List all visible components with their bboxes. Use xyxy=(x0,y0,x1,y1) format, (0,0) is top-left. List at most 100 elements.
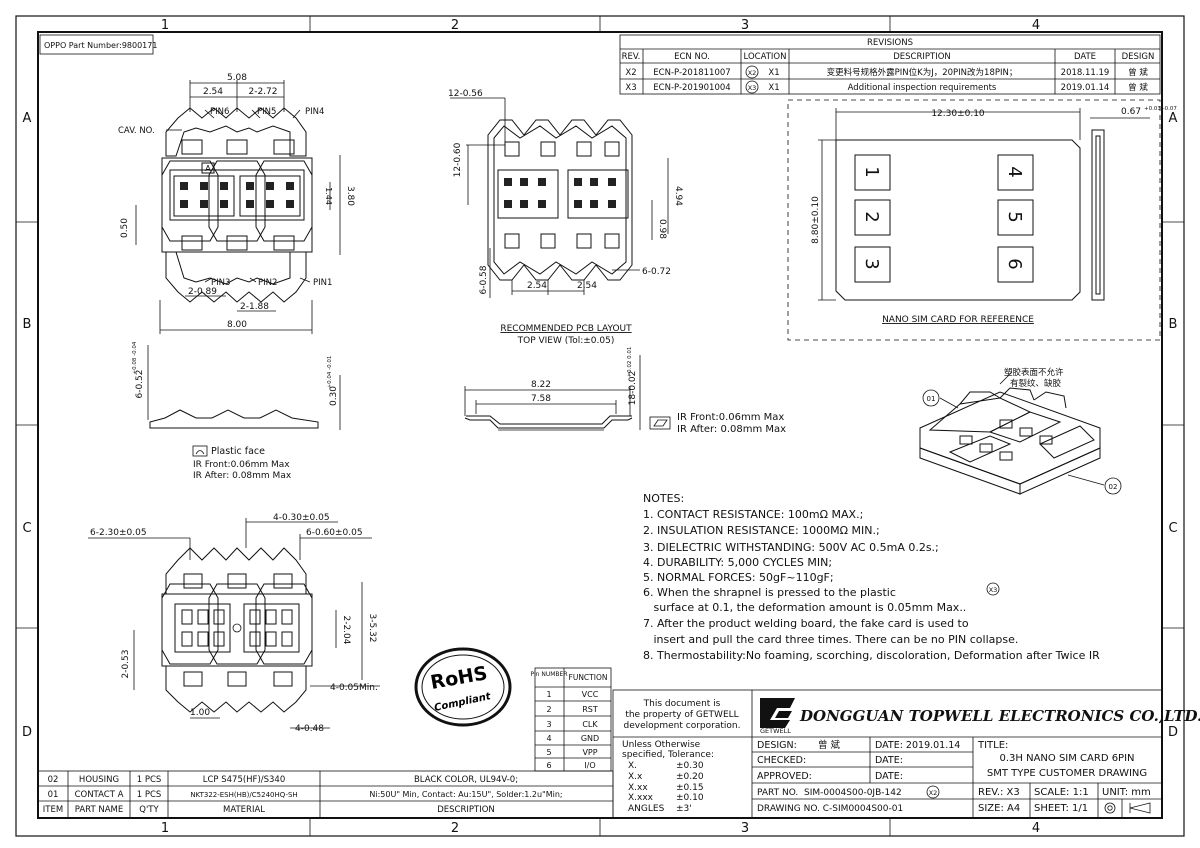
drawing-title-line2: SMT TYPE CUSTOMER DRAWING xyxy=(987,768,1147,779)
zone-col-bottom-3: 3 xyxy=(741,821,749,836)
rev-header-location: LOCATION xyxy=(744,52,787,62)
side-view-drawing: 6-0.52 +0.08 -0.04 0.30 +0.04 -0.01 Plas… xyxy=(132,341,341,481)
tolerance-header-line2: specified, Tolerance: xyxy=(622,750,714,760)
dim-side-052: 6-0.52 xyxy=(135,369,145,398)
notes-title: NOTES: xyxy=(643,492,684,505)
tolerance-value: ±0.30 xyxy=(676,761,704,771)
dim-top-508: 5.08 xyxy=(227,73,247,83)
tolerance-key: ANGLES xyxy=(628,804,665,814)
pin-table-row: 3 CLK xyxy=(546,720,598,729)
iso-note-line1: 塑胶表面不允许 xyxy=(1004,367,1064,378)
dim-pcb-056: 12-0.56 xyxy=(448,89,483,99)
note-item: 7. After the product welding board, the … xyxy=(643,617,969,630)
bom-qty: 1 PCS xyxy=(137,775,162,785)
sim-contact-label: 4 xyxy=(1004,166,1025,177)
sim-contact-1: 1 xyxy=(854,154,891,191)
rev-row-date: 2018.11.19 xyxy=(1061,68,1110,78)
sim-contact-label: 3 xyxy=(861,258,882,269)
dim-top-272: 2-2.72 xyxy=(248,87,277,97)
contact-ir-front: IR Front:0.06mm Max xyxy=(677,412,784,423)
pin-number: 1 xyxy=(546,690,551,699)
dim-side-052-tol: +0.08 -0.04 xyxy=(132,341,138,374)
sim-contact-5: 5 xyxy=(997,199,1034,236)
checked-date: DATE: xyxy=(875,755,903,766)
part-number: PART NO. SIM-0004S00-0JB-142 xyxy=(757,788,902,798)
title-block: This document is the property of GETWELL… xyxy=(612,689,1200,819)
dim-side-030: 0.30 xyxy=(329,386,339,406)
dim-pcb-494: 4.94 xyxy=(673,186,683,206)
zone-row-left-b: B xyxy=(23,317,32,332)
zone-row-left-d: D xyxy=(22,725,32,740)
note-item: 6. When the shrapnel is pressed to the p… xyxy=(643,586,896,599)
sim-thickness-dim: 0.67 xyxy=(1121,107,1141,117)
note-item: surface at 0.1, the deformation amount i… xyxy=(643,601,966,614)
zone-row-right-a: A xyxy=(1169,111,1178,126)
logo-sub-label: GETWELL xyxy=(760,727,791,735)
pin-number: 2 xyxy=(546,705,551,714)
bom-row: 02 HOUSING 1 PCS LCP S475(HF)/S340 BLACK… xyxy=(48,775,518,785)
zone-row-right-d: D xyxy=(1168,725,1178,740)
rev-row-loc: X1 xyxy=(768,83,779,93)
bom-qty: 1 PCS xyxy=(137,790,162,800)
flatness-symbol xyxy=(649,416,671,430)
pin-function: VCC xyxy=(582,690,599,699)
dim-bottom-204: 2-2.04 xyxy=(341,615,351,644)
rev-row-rev: X3 xyxy=(625,83,636,93)
drawing-number: DRAWING NO. C-SIM0004S00-01 xyxy=(757,804,903,814)
pin-number: 5 xyxy=(546,748,551,757)
getwell-logo-icon xyxy=(760,698,795,728)
bom-material: LCP S475(HF)/S340 xyxy=(203,775,286,785)
bom-row: 01 CONTACT A 1 PCS NKT322-ESH(HB)/C5240H… xyxy=(48,790,563,800)
part-no-x2-icon xyxy=(926,785,940,799)
dim-bottom-532: 3-5.32 xyxy=(367,613,377,642)
rev-header-design: DESIGN xyxy=(1122,52,1155,62)
rev-row: X2 ECN-P-201811007 X2 X1 变更料号规格外露PIN位K为J… xyxy=(625,65,1148,79)
dim-pcb-254b: 2.54 xyxy=(577,281,597,291)
rev-header-description: DESCRIPTION xyxy=(893,52,951,62)
zone-labels: 1 2 3 4 1 2 3 4 A B C D A B C D xyxy=(22,18,1178,836)
approved-date: DATE: xyxy=(875,771,903,782)
zone-col-top-3: 3 xyxy=(741,18,749,33)
pcb-layout-drawing: 12-0.56 12-0.60 4.94 0.98 6-0.58 2.54 2.… xyxy=(448,89,683,346)
isometric-view: 01 02 塑胶表面不允许 有裂纹、缺胶 xyxy=(919,367,1122,495)
rev-header-rev: REV. xyxy=(622,52,641,62)
bom-header-qty: Q'TY xyxy=(139,805,159,815)
tolerance-value: ±0.10 xyxy=(676,793,704,803)
sim-thickness-tol: +0.03 -0.07 xyxy=(1144,106,1177,112)
company-name: DONGGUAN TOPWELL ELECTRONICS CO.,LTD. xyxy=(799,707,1200,725)
tolerance-key: X.x xyxy=(628,772,643,782)
note-item: 2. INSULATION RESISTANCE: 1000MΩ MIN.; xyxy=(643,524,880,537)
dim-bottom-048: 4-0.48 xyxy=(295,724,324,734)
sim-width-dim: 12.30±0.10 xyxy=(931,109,985,119)
zone-row-left-a: A xyxy=(23,111,32,126)
tolerance-header-line1: Unless Otherwise xyxy=(622,740,701,750)
dim-top-188: 2-1.88 xyxy=(240,302,269,312)
zone-row-left-c: C xyxy=(22,521,31,536)
sim-card-reference: 12.30±0.10 8.80±0.10 0.67 +0.03 -0.07 1 … xyxy=(787,99,1177,341)
pin-table-header-function: FUNCTION xyxy=(569,673,608,682)
pin-table-row: 4 GND xyxy=(546,734,599,743)
rev-row-desc: Additional inspection requirements xyxy=(848,83,997,93)
pin-table-row: 2 RST xyxy=(546,705,597,714)
pin5-label: PIN5 xyxy=(257,107,276,117)
side-ir-front: IR Front:0.06mm Max xyxy=(193,460,290,470)
revision-value: REV.: X3 xyxy=(978,787,1020,798)
dim-top-254: 2.54 xyxy=(203,87,223,97)
property-note-line1: This document is xyxy=(643,699,721,709)
sim-contact-4: 4 xyxy=(997,154,1034,191)
rev-row: X3 ECN-P-201901004 X3 X1 Additional insp… xyxy=(625,80,1148,94)
iso-note-line2: 有裂纹、缺胶 xyxy=(1010,378,1062,389)
sim-contact-2: 2 xyxy=(854,199,891,236)
pin-number: 6 xyxy=(546,761,551,770)
dim-top-380: 3.80 xyxy=(345,186,355,206)
tolerance-row: X.x ±0.20 xyxy=(628,772,704,782)
dim-side-030-tol: +0.04 -0.01 xyxy=(327,356,333,389)
dim-pcb-058: 6-0.58 xyxy=(479,265,489,294)
contact-side-view: 8.22 7.58 18-0.02 +0.02 0.01 IR Front:0.… xyxy=(464,347,786,435)
bom-material: NKT322-ESH(HB)/C5240HQ-SH xyxy=(190,791,297,799)
cavity-label: CAV. NO. xyxy=(118,126,155,136)
dim-pcb-072: 6-0.72 xyxy=(642,267,671,277)
bom-part-name: HOUSING xyxy=(79,775,119,785)
tolerance-row: X.xx ±0.15 xyxy=(628,783,704,793)
